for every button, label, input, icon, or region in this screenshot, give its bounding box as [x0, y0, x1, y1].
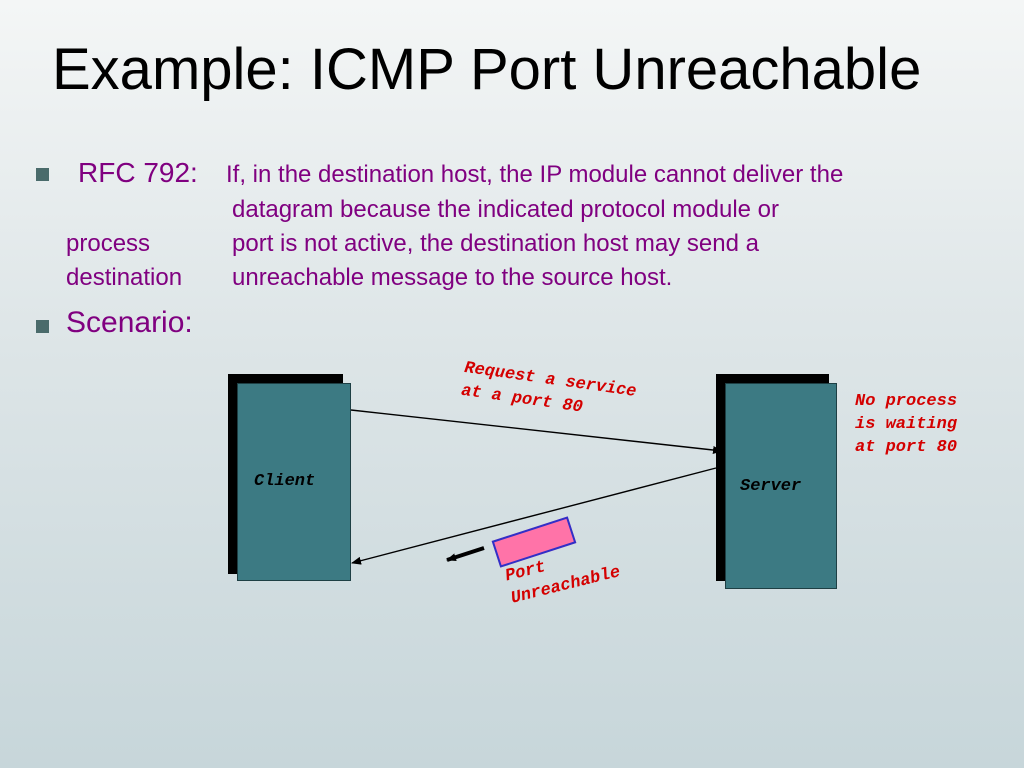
- slide-title: Example: ICMP Port Unreachable: [52, 37, 922, 102]
- server-label: Server: [740, 477, 802, 496]
- bullet-marker: [36, 320, 49, 333]
- packet-direction-arrow: [446, 546, 485, 562]
- reply-arrow: [351, 467, 717, 565]
- request-arrow: [350, 409, 723, 454]
- server-box: [725, 383, 837, 589]
- rfc-label: RFC 792:: [78, 157, 198, 188]
- bullet-marker: [36, 168, 49, 181]
- server-note-line-1: No process: [855, 392, 958, 411]
- rfc-line-4: unreachable message to the source host.: [232, 264, 673, 291]
- rfc-left-word-1: process: [66, 230, 151, 257]
- server-note-line-2: is waiting: [855, 415, 958, 434]
- server-note: No process is waiting at port 80: [855, 390, 957, 459]
- rfc-line-3: port is not active, the destination host…: [232, 230, 759, 257]
- scenario-label: Scenario:: [66, 306, 193, 339]
- rfc-line-1: If, in the destination host, the IP modu…: [226, 161, 844, 188]
- rfc-left-word-2: destination: [66, 264, 183, 291]
- rfc-line-2: datagram because the indicated protocol …: [232, 196, 780, 223]
- server-note-line-3: at port 80: [855, 438, 958, 457]
- client-label: Client: [254, 472, 316, 491]
- client-box: [237, 383, 351, 581]
